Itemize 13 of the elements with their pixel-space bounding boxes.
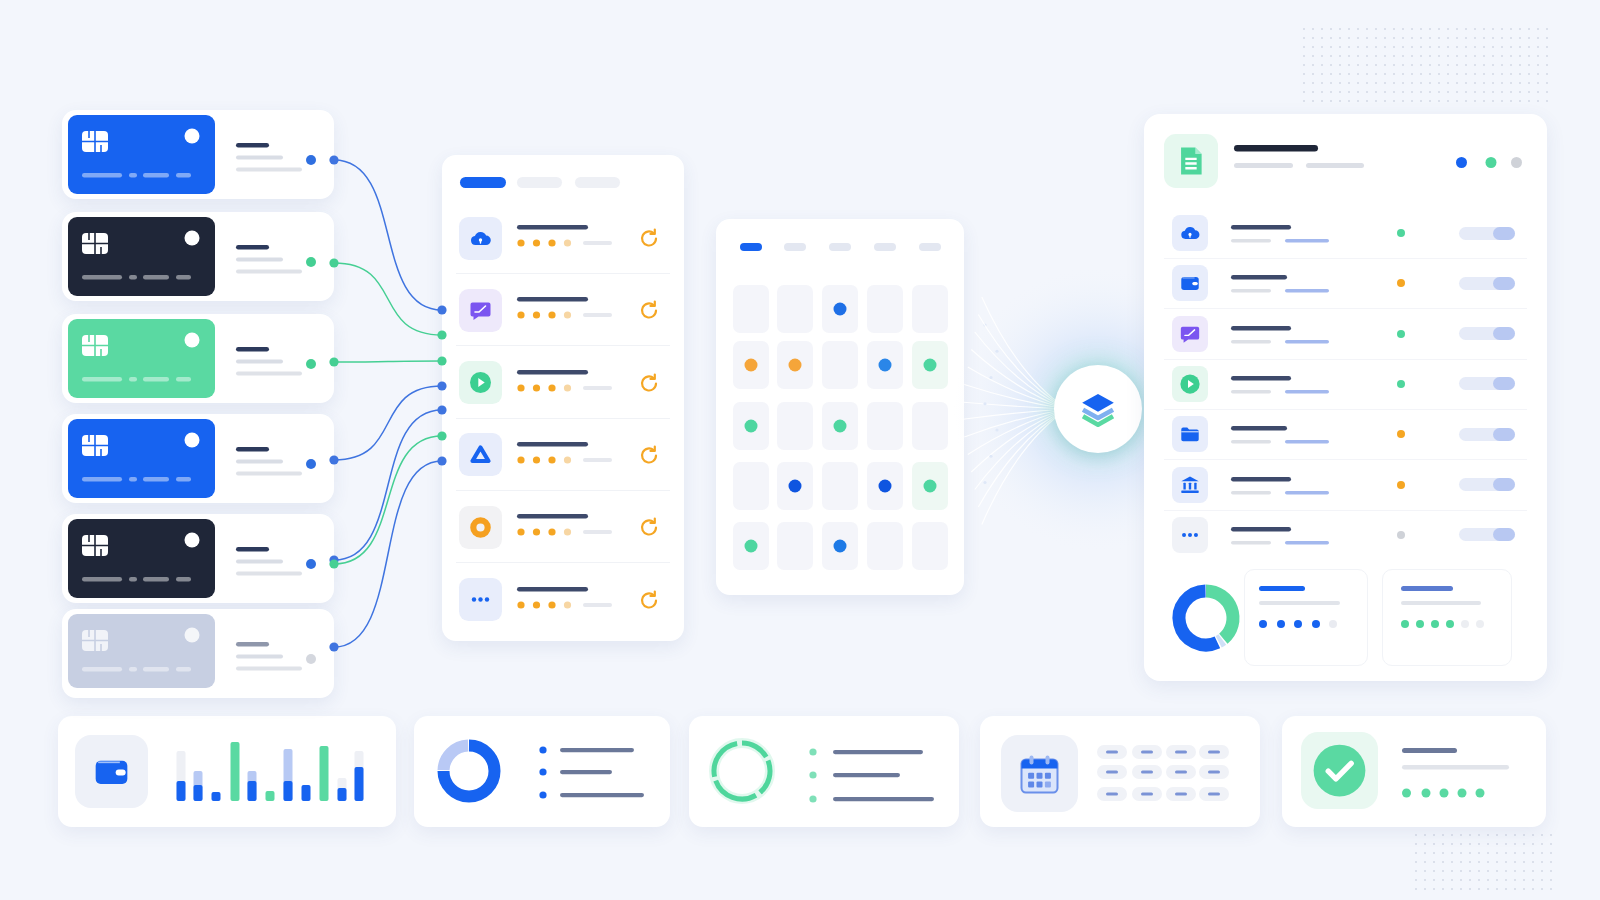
connector-line — [329, 258, 447, 340]
connector-line — [329, 356, 447, 367]
connector-line — [329, 431, 447, 569]
app-list-panel — [442, 155, 684, 641]
connector-line — [329, 456, 447, 652]
connector-line — [329, 155, 447, 315]
payment-card-row — [62, 110, 334, 199]
payment-card-row — [62, 609, 334, 698]
connector-line — [329, 381, 447, 465]
payment-card-row — [62, 212, 334, 301]
payment-card-row — [62, 414, 334, 503]
payment-card-row — [62, 514, 334, 603]
payment-card-row — [62, 314, 334, 403]
